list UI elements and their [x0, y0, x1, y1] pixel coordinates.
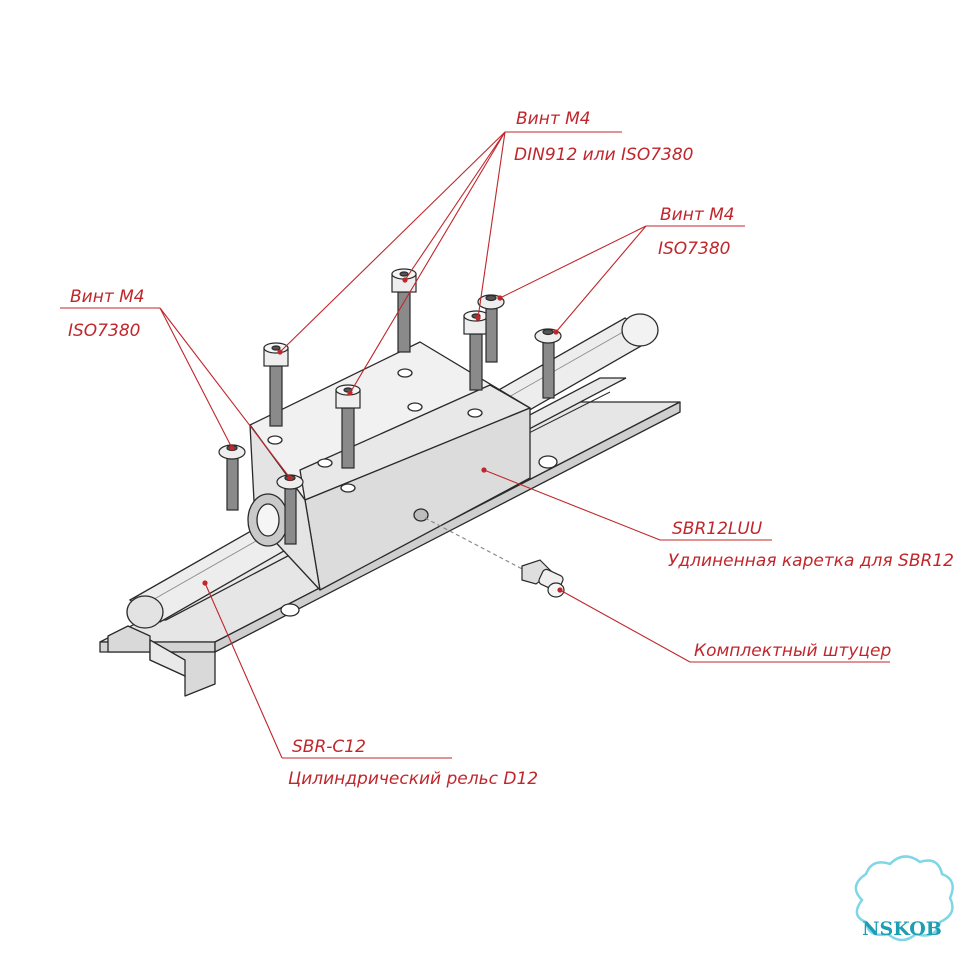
leader-lines: [60, 131, 890, 759]
screw-din-3: [335, 384, 361, 469]
screw-iso-right-label-title: Винт М4: [660, 205, 735, 225]
screw-din-2: [391, 268, 417, 353]
screw-iso-left-label-spec: ISO7380: [68, 321, 140, 341]
logo-text: NSKOB: [862, 918, 942, 940]
screw-iso-left-label-title: Винт М4: [70, 287, 145, 307]
carriage-label-title: SBR12LUU: [672, 519, 763, 539]
screw-din-label-spec: DIN912 или ISO7380: [514, 145, 694, 165]
leader-dots: [202, 277, 563, 593]
grease-fitting: [424, 517, 565, 598]
nskob-logo: NSKOB: [854, 855, 954, 942]
screw-iso-right-label-spec: ISO7380: [658, 239, 730, 259]
rail-label-desc: Цилиндрический рельс D12: [288, 769, 538, 789]
screw-iso-3: [218, 444, 246, 511]
fitting-label: Комплектный штуцер: [694, 641, 891, 661]
screw-din-4: [463, 310, 489, 391]
carriage-block: [247, 341, 531, 591]
rail-label-title: SBR-C12: [292, 737, 366, 757]
screw-din-label-title: Винт М4: [516, 109, 591, 129]
carriage-label-desc: Удлиненная каретка для SBR12: [668, 551, 954, 571]
